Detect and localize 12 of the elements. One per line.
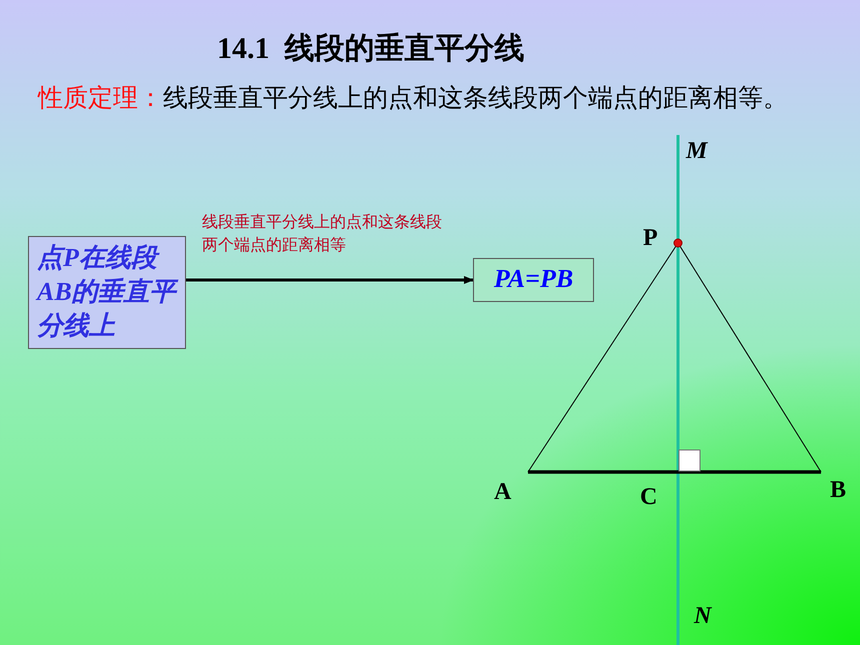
text-box: PA=PB <box>473 258 594 302</box>
point-label: M <box>686 139 708 163</box>
point-label: P <box>643 226 658 250</box>
point-label: N <box>694 604 712 628</box>
point-label: A <box>494 480 512 504</box>
slide-title: 14.1 线段的垂直平分线 <box>217 31 524 67</box>
theorem-text: 性质定理：线段垂直平分线上的点和这条线段两个端点的距离相等。 <box>38 84 789 114</box>
edge-label: 线段垂直平分线上的点和这条线段两个端点的距离相等 <box>202 211 442 256</box>
text-box: 点P在线段AB的垂直平分线上 <box>28 236 186 349</box>
point-label: B <box>830 478 846 502</box>
arrow <box>186 276 474 284</box>
point-label: C <box>640 485 658 509</box>
